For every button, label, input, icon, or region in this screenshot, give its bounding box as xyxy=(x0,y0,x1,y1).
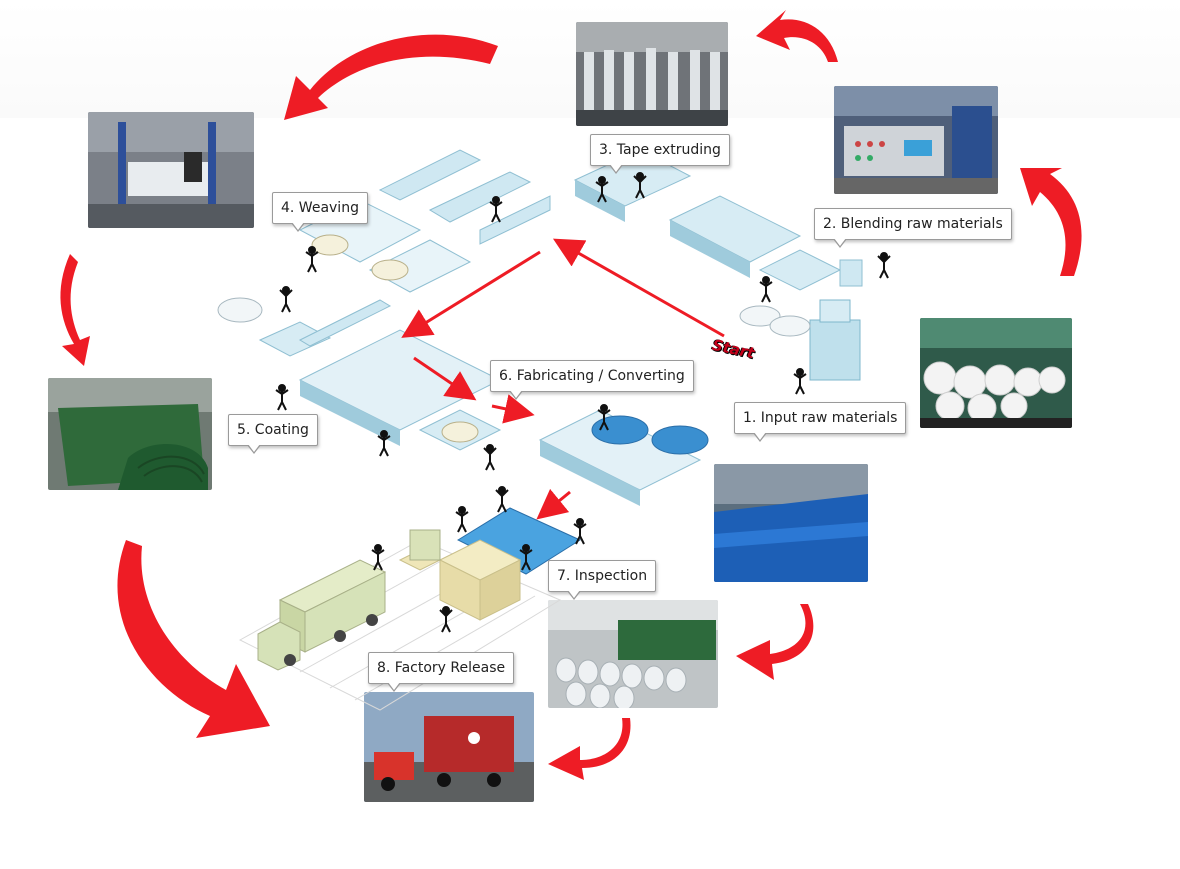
photo-finished-rolls xyxy=(548,600,718,708)
arrow-weaving-to-coating xyxy=(60,254,90,366)
photo-container-truck xyxy=(364,692,534,802)
coating-line xyxy=(217,297,502,451)
photo-raw-material-rolls xyxy=(920,318,1072,428)
arrow-into-fabricating xyxy=(491,394,535,424)
arrow-raw-to-blending xyxy=(1020,168,1082,276)
arrow-start-to-extruding xyxy=(552,238,725,338)
arrow-extruding-to-weaving xyxy=(284,34,498,120)
arrow-coating-to-release xyxy=(117,540,270,738)
arrow-weaving-to-coating xyxy=(401,250,541,338)
photo-tape-extruding xyxy=(576,22,728,126)
inner-flow-arrows xyxy=(401,238,725,520)
arrow-coating-to-fabricating xyxy=(413,356,477,401)
arrow-blending-to-extruding xyxy=(756,10,838,62)
photo-blending-raw-materials xyxy=(834,86,998,194)
photo-weaving xyxy=(88,112,254,228)
label-step-3-tape-extruding: 3. Tape extruding xyxy=(590,134,730,174)
pallet-boxes xyxy=(398,529,522,621)
label-step-8-release: 8. Factory Release xyxy=(368,652,515,692)
arrow-rolls-to-truck xyxy=(548,718,631,780)
label-step-6-fabricating: 6. Fabricating / Converting xyxy=(490,360,694,400)
label-step-7-inspection: 7. Inspection xyxy=(548,560,657,600)
fabricating-line xyxy=(538,409,709,506)
workers xyxy=(275,172,891,633)
arrow-tarp-to-rolls xyxy=(736,604,814,680)
arrow-to-inspection xyxy=(536,488,571,520)
label-step-4-weaving: 4. Weaving xyxy=(272,192,368,232)
label-step-1-input: 1. Input raw materials xyxy=(734,402,907,442)
photo-coating xyxy=(48,378,212,490)
label-step-2-blending: 2. Blending raw materials xyxy=(814,208,1012,248)
outer-cycle-arrows xyxy=(60,10,1082,780)
truck xyxy=(257,559,387,671)
photo-blue-tarpaulin xyxy=(714,464,868,582)
label-step-5-coating: 5. Coating xyxy=(228,414,318,454)
